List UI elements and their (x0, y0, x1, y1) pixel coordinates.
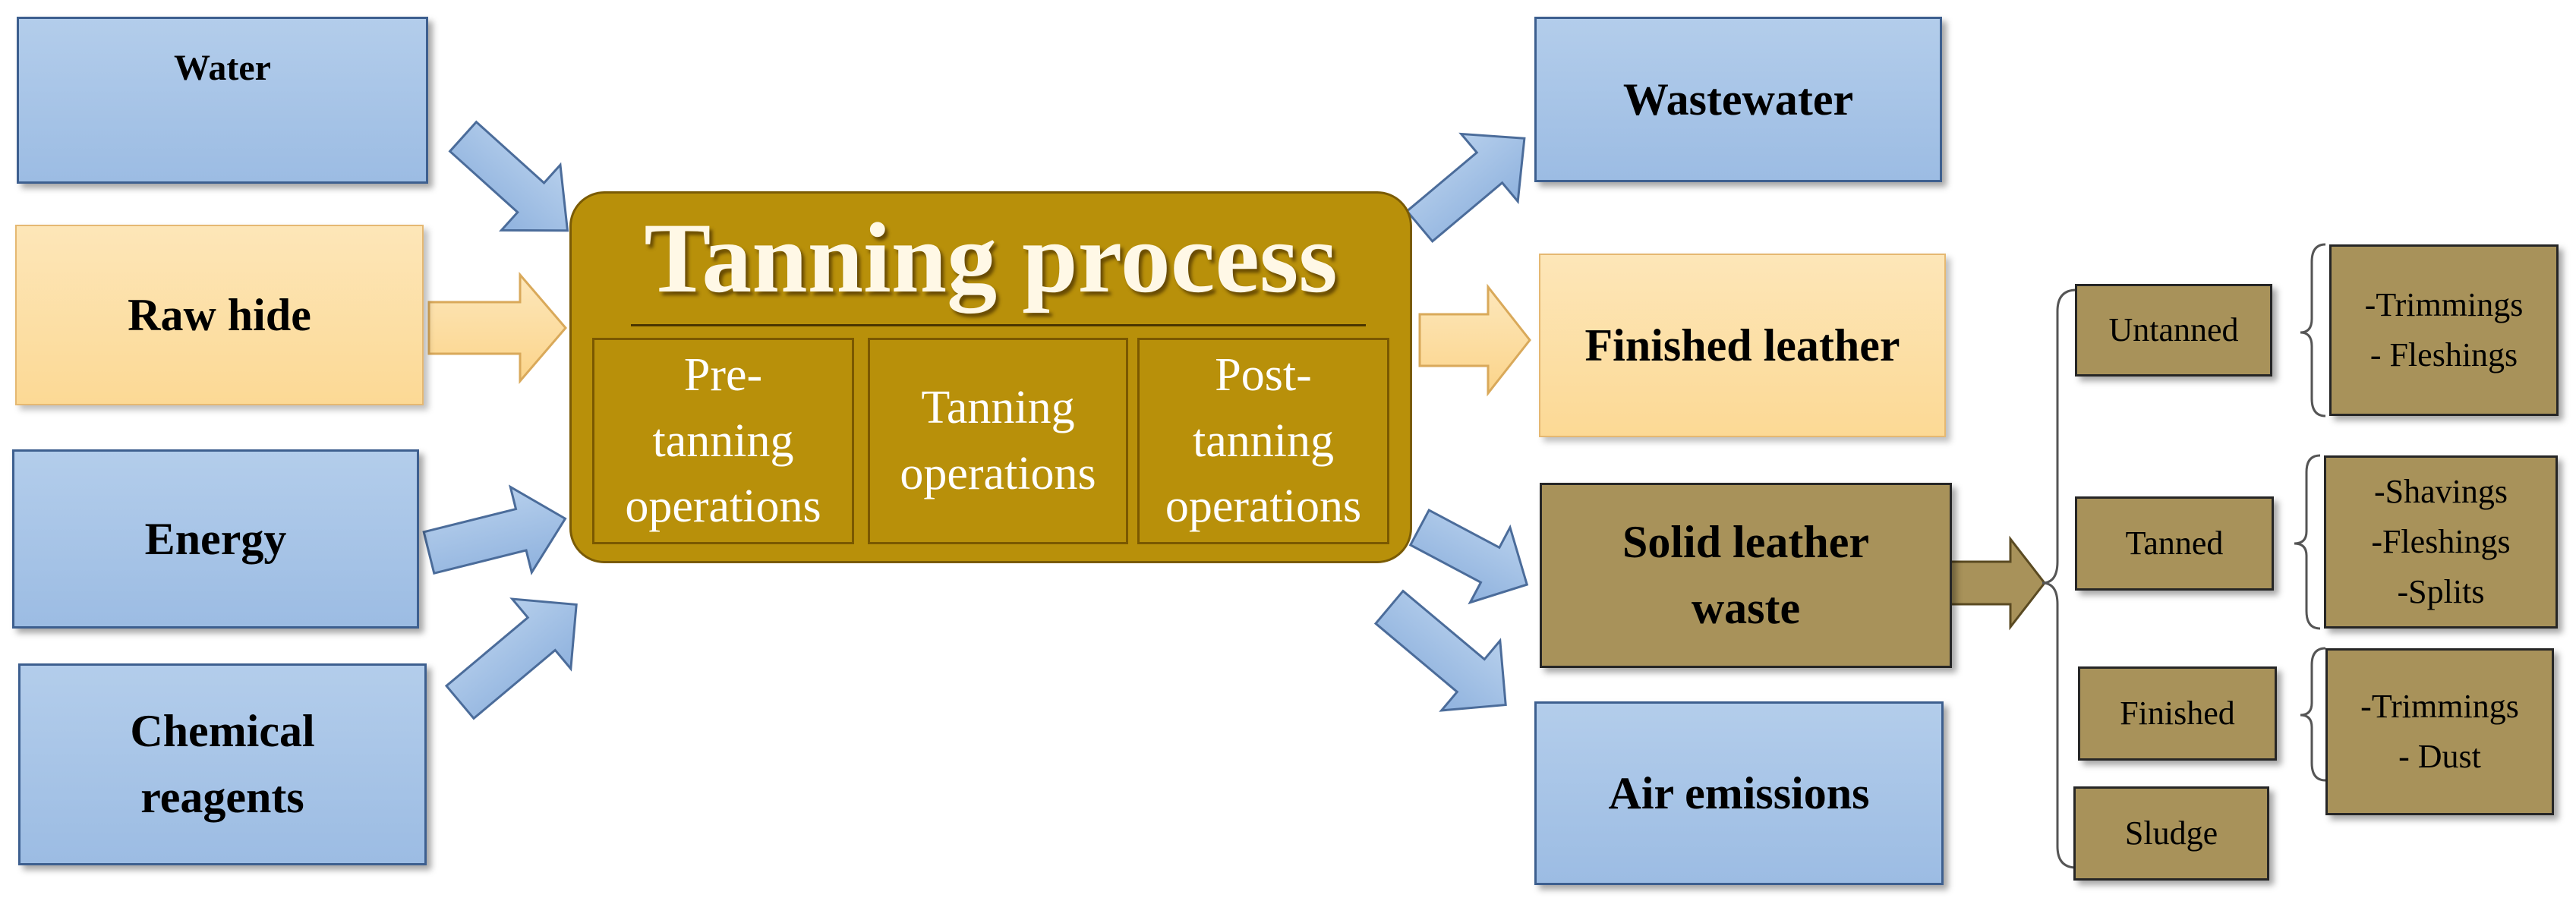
waste-type-finished-label: Finished (2120, 695, 2235, 732)
output-solid-leather-waste-label: Solid leather waste (1622, 517, 1869, 633)
output-air-emissions: Air emissions (1534, 701, 1944, 885)
waste-type-untanned: Untanned (2075, 284, 2272, 377)
input-chemical-reagents-label: Chemical reagents (130, 706, 315, 822)
finished-brace (2300, 647, 2326, 782)
tanned-brace (2294, 454, 2321, 630)
output-air-emissions-label: Air emissions (1608, 767, 1870, 818)
waste-items-finished-label: -Trimmings - Dust (2360, 688, 2519, 775)
arrow-chemicals-to-process (444, 597, 578, 720)
input-energy-label: Energy (144, 513, 287, 564)
input-water: Water (17, 17, 428, 184)
tanning-process: Tanning process Pre- tanning operations … (569, 191, 1412, 563)
arrow-water-to-process (448, 120, 569, 232)
input-water-label: Water (174, 48, 271, 88)
arrow-process-to-finished-leather (1418, 283, 1531, 397)
arrow-energy-to-process (422, 484, 567, 575)
output-solid-leather-waste: Solid leather waste (1540, 483, 1952, 668)
arrow-process-to-solid-waste (1408, 509, 1529, 605)
waste-types-brace (2042, 288, 2077, 869)
output-wastewater: Wastewater (1534, 17, 1942, 182)
waste-type-sludge: Sludge (2073, 786, 2269, 881)
output-wastewater-label: Wastewater (1622, 74, 1854, 124)
waste-type-untanned-label: Untanned (2108, 311, 2239, 348)
output-finished-leather: Finished leather (1539, 254, 1946, 437)
tanning-process-title: Tanning process (644, 202, 1338, 314)
waste-items-finished: -Trimmings - Dust (2325, 648, 2554, 815)
arrow-process-to-wastewater (1405, 132, 1526, 244)
stage-tanning: Tanning operations (868, 338, 1128, 544)
arrow-solid-waste-to-types (1948, 535, 2046, 631)
waste-items-tanned-label: -Shavings -Fleshings -Splits (2371, 473, 2511, 610)
output-finished-leather-label: Finished leather (1584, 320, 1900, 370)
arrow-process-to-air-emissions (1373, 589, 1507, 712)
waste-items-untanned-label: -Trimmings - Fleshings (2364, 286, 2524, 373)
waste-type-tanned-label: Tanned (2125, 525, 2224, 562)
input-chemical-reagents: Chemical reagents (18, 663, 427, 865)
stage-pre-tanning: Pre- tanning operations (592, 338, 854, 544)
tanning-process-divider (631, 324, 1366, 326)
input-raw-hide-label: Raw hide (128, 289, 311, 340)
waste-type-sludge-label: Sludge (2124, 815, 2218, 852)
input-raw-hide: Raw hide (15, 225, 424, 405)
stage-post-tanning: Post- tanning operations (1137, 338, 1389, 544)
waste-type-tanned: Tanned (2075, 496, 2274, 591)
waste-items-tanned: -Shavings -Fleshings -Splits (2324, 455, 2558, 629)
input-energy: Energy (12, 449, 419, 629)
arrow-rawhide-to-process (427, 271, 567, 385)
waste-items-untanned: -Trimmings - Fleshings (2329, 244, 2559, 416)
untanned-brace (2300, 243, 2326, 417)
waste-type-finished: Finished (2078, 666, 2277, 761)
